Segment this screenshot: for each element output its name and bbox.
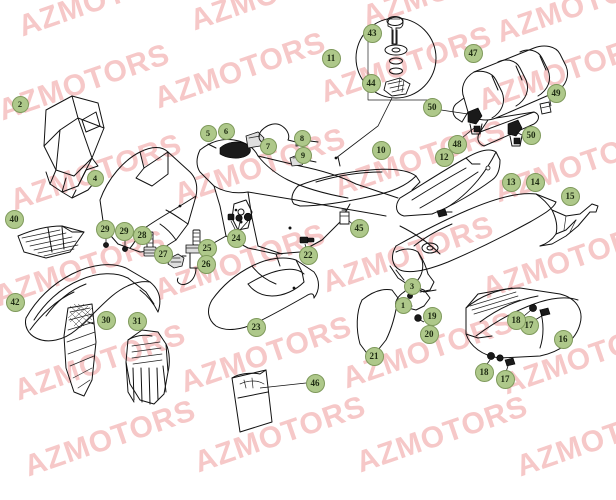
callout-marker-22[interactable]: 22 xyxy=(298,245,318,265)
callout-marker-8[interactable]: 8 xyxy=(293,129,311,147)
callout-marker-18[interactable]: 18 xyxy=(506,310,526,330)
callout-marker-46[interactable]: 46 xyxy=(305,373,325,393)
callout-marker-43[interactable]: 43 xyxy=(362,23,382,43)
callout-marker-24[interactable]: 24 xyxy=(226,228,246,248)
callout-marker-5[interactable]: 5 xyxy=(199,124,217,142)
callout-marker-48[interactable]: 48 xyxy=(447,134,467,154)
part-radiator-shroud-left xyxy=(63,303,97,397)
callout-marker-50[interactable]: 50 xyxy=(422,97,442,117)
callout-marker-14[interactable]: 14 xyxy=(525,172,545,192)
callout-marker-21[interactable]: 21 xyxy=(364,346,384,366)
callout-marker-42[interactable]: 42 xyxy=(5,292,25,312)
callout-marker-45[interactable]: 45 xyxy=(349,218,369,238)
part-headlight-mask xyxy=(43,95,105,199)
callout-marker-40[interactable]: 40 xyxy=(4,209,24,229)
callout-marker-19[interactable]: 19 xyxy=(422,306,442,326)
callout-marker-1[interactable]: 1 xyxy=(394,296,412,314)
callout-marker-10[interactable]: 10 xyxy=(371,140,391,160)
callout-marker-12[interactable]: 12 xyxy=(434,147,454,167)
part-luggage-rack xyxy=(452,45,569,147)
callout-marker-17[interactable]: 17 xyxy=(495,369,515,389)
callout-marker-2[interactable]: 2 xyxy=(11,95,29,113)
part-rack-mounts xyxy=(440,107,525,147)
part-radiator-shroud-right xyxy=(125,329,170,405)
callout-marker-23[interactable]: 23 xyxy=(246,317,266,337)
part-front-fender xyxy=(25,264,161,342)
part-fuel-tank xyxy=(196,131,399,267)
detail-circle-seat-hardware xyxy=(335,16,437,159)
callout-marker-47[interactable]: 47 xyxy=(463,43,483,63)
callout-marker-25[interactable]: 25 xyxy=(197,238,217,258)
callout-marker-26[interactable]: 26 xyxy=(196,254,216,274)
callout-marker-3[interactable]: 3 xyxy=(403,277,421,295)
callout-marker-7[interactable]: 7 xyxy=(259,137,277,155)
callout-marker-4[interactable]: 4 xyxy=(86,169,104,187)
callout-marker-11[interactable]: 11 xyxy=(321,48,341,68)
part-rear-fender xyxy=(389,193,599,293)
callout-marker-9[interactable]: 9 xyxy=(294,146,312,164)
callout-marker-30[interactable]: 30 xyxy=(96,310,116,330)
part-radiator-grille-left xyxy=(17,225,85,259)
callout-marker-44[interactable]: 44 xyxy=(361,73,381,93)
callout-marker-6[interactable]: 6 xyxy=(217,122,235,140)
callout-marker-18[interactable]: 18 xyxy=(474,362,494,382)
callout-marker-16[interactable]: 16 xyxy=(553,329,573,349)
callout-marker-15[interactable]: 15 xyxy=(560,186,580,206)
part-rear-side-cover xyxy=(396,149,501,218)
callout-marker-13[interactable]: 13 xyxy=(501,172,521,192)
part-mud-flap xyxy=(231,369,307,433)
callout-marker-27[interactable]: 27 xyxy=(153,244,173,264)
callout-marker-50[interactable]: 50 xyxy=(521,125,541,145)
part-seat xyxy=(291,156,421,207)
part-plate-fasteners xyxy=(486,304,551,373)
callout-marker-31[interactable]: 31 xyxy=(127,311,147,331)
callout-marker-29[interactable]: 29 xyxy=(95,219,115,239)
callout-marker-20[interactable]: 20 xyxy=(419,324,439,344)
callout-marker-28[interactable]: 28 xyxy=(132,225,152,245)
callout-marker-49[interactable]: 49 xyxy=(546,83,566,103)
callout-marker-29[interactable]: 29 xyxy=(114,221,134,241)
